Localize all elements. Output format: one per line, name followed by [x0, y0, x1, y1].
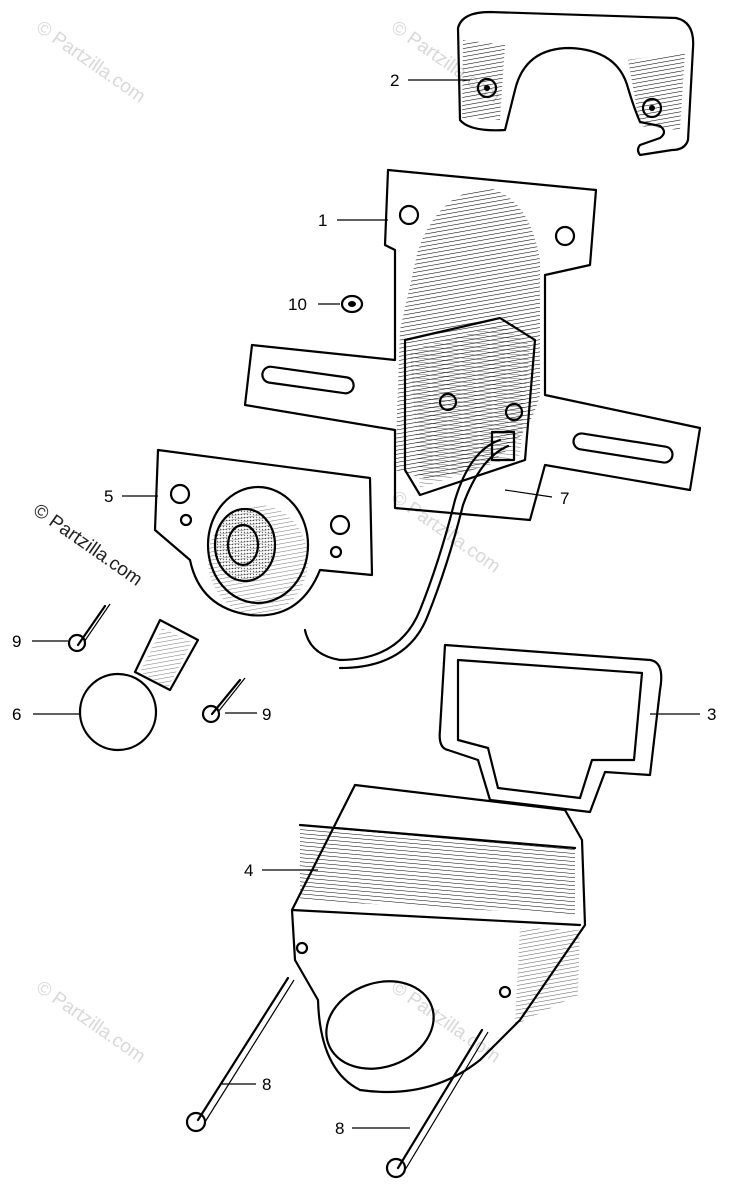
callout-label: 2 — [390, 71, 399, 90]
watermark-text: © Partzilla.com — [32, 17, 149, 108]
part-9-screw — [67, 603, 111, 653]
leader-line — [504, 489, 553, 498]
part-7-harness — [303, 430, 516, 670]
callout-label: 8 — [335, 1119, 344, 1138]
part-9-screw — [201, 677, 246, 724]
part-4-lens-housing — [290, 783, 587, 1094]
watermark-text: © Partzilla.com — [29, 500, 146, 591]
callout-label: 3 — [707, 705, 716, 724]
part-10-washer — [340, 294, 364, 314]
callout-label: 4 — [244, 861, 253, 880]
callout-label: 9 — [262, 705, 271, 724]
callout-label: 7 — [560, 489, 569, 508]
callout-label: 10 — [288, 295, 307, 314]
part-3-gasket — [438, 643, 663, 814]
watermark-text: © Partzilla.com — [32, 977, 149, 1068]
part-1-license-bracket — [243, 168, 702, 522]
callout-label: 5 — [104, 487, 113, 506]
part-5-socket-plate — [153, 448, 374, 617]
part-2-cover — [456, 10, 695, 157]
callout-label: 9 — [12, 632, 21, 651]
callout-label: 6 — [12, 705, 21, 724]
part-8-screw — [385, 1028, 489, 1179]
callout-label: 8 — [262, 1075, 271, 1094]
callout-label: 1 — [318, 211, 327, 230]
part-8-screw — [185, 976, 295, 1133]
part-6-bulb — [78, 618, 200, 752]
